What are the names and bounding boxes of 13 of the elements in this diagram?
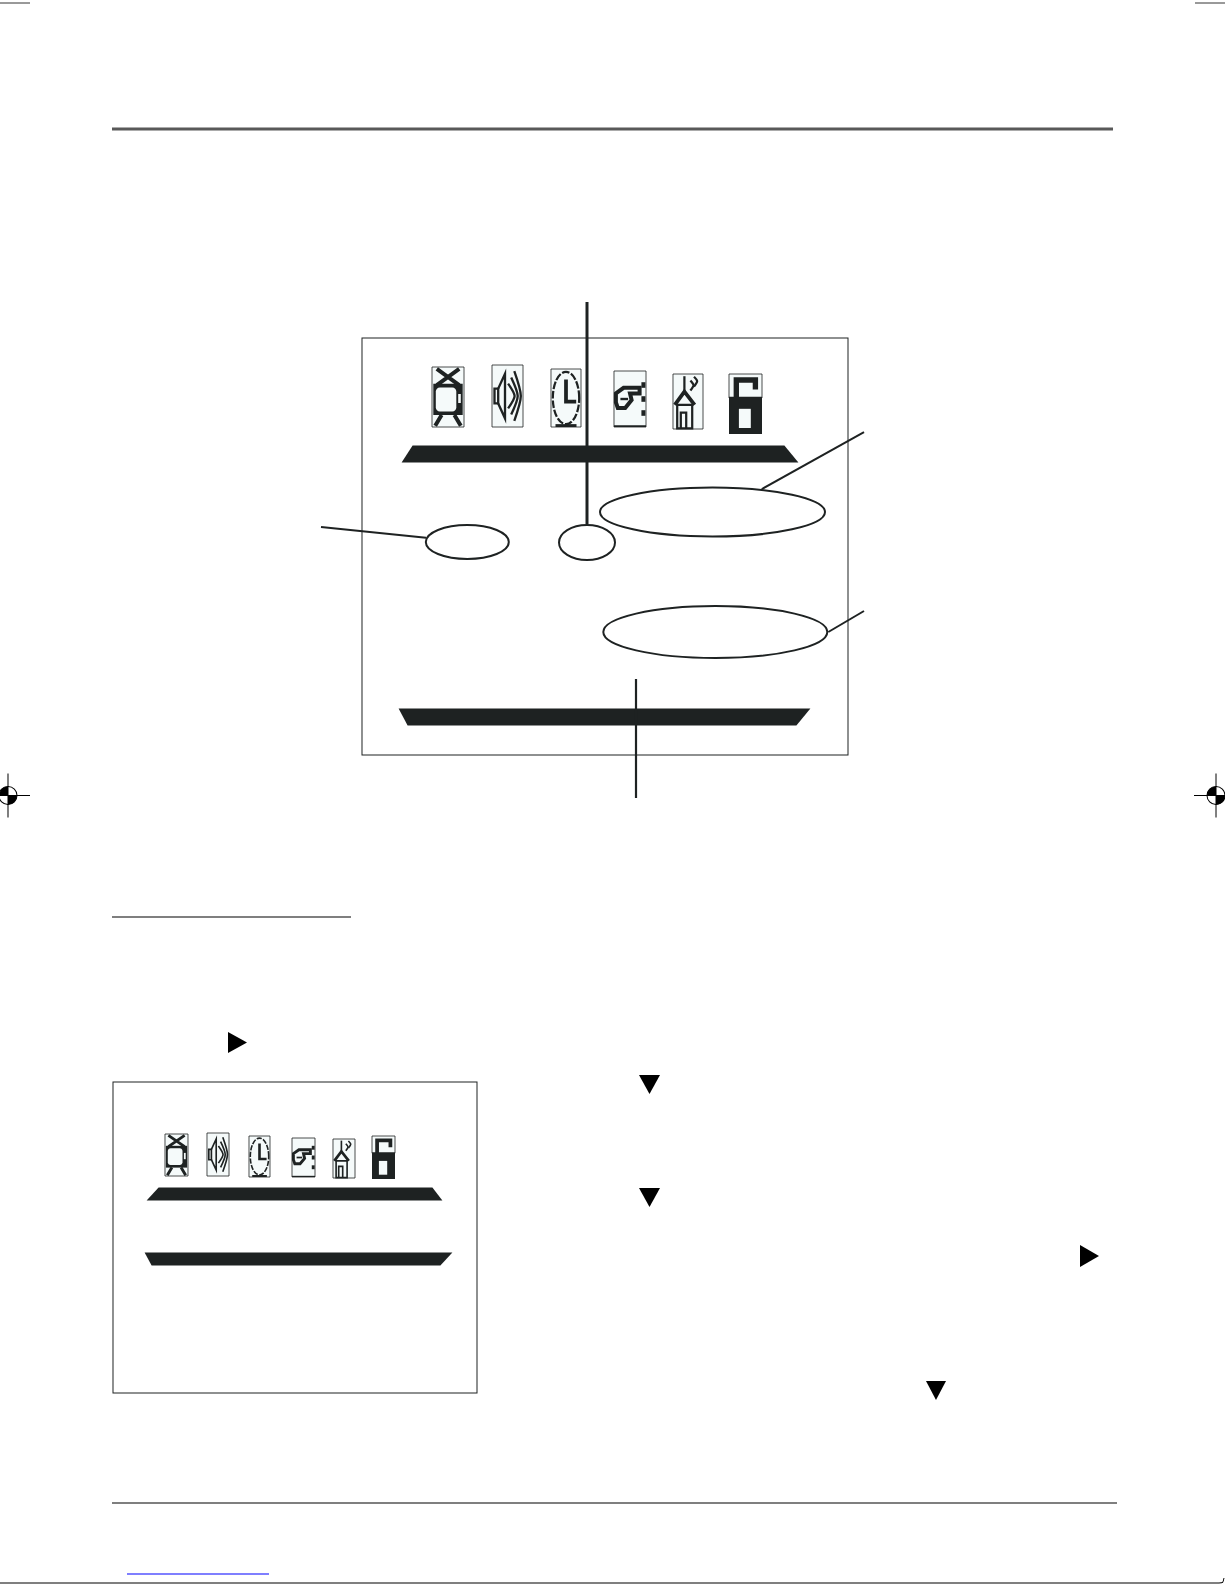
menu-bar	[401, 445, 799, 463]
highlight-ellipse	[599, 486, 826, 538]
menu-bar	[398, 708, 811, 726]
menu-bar	[144, 1252, 453, 1266]
highlight-ellipse	[558, 524, 616, 561]
leader-line	[320, 526, 427, 539]
leader-line	[585, 302, 589, 524]
leader-line	[827, 610, 865, 633]
menu-bar	[146, 1187, 443, 1201]
screen-frame	[112, 1081, 478, 1394]
screen-frame	[361, 337, 849, 756]
highlight-ellipse	[602, 605, 829, 659]
highlight-ellipse	[424, 524, 510, 560]
